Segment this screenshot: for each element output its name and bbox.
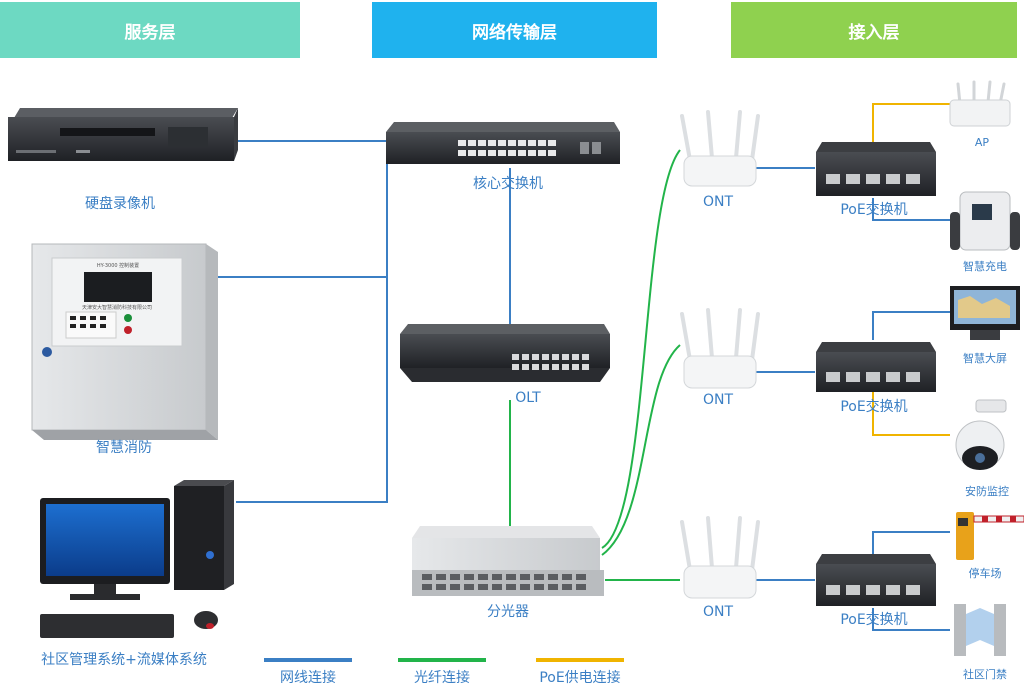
ethernet-links	[218, 140, 950, 631]
ont-router-2	[680, 308, 760, 389]
legend-poe-label: PoE供电连接	[539, 670, 621, 686]
label-poe-switch-1: PoE交换机	[840, 202, 908, 218]
olt-device	[400, 324, 610, 382]
link-poe2-camera	[872, 392, 950, 436]
parking-barrier	[956, 512, 1024, 560]
header-access-layer: 接入层	[731, 2, 1017, 58]
label-core-switch: 核心交换机	[473, 176, 543, 192]
label-olt: OLT	[515, 390, 541, 406]
fiber-links	[509, 149, 681, 581]
header-network-layer: 网络传输层	[372, 2, 657, 58]
core-switch-device	[386, 122, 620, 164]
label-ap: AP	[974, 136, 990, 149]
poe-switch-3	[816, 554, 936, 606]
label-camera: 安防监控	[965, 485, 1009, 498]
link-fire-core	[218, 163, 388, 278]
label-nvr: 硬盘录像机	[85, 196, 155, 212]
access-gate	[954, 604, 1006, 656]
label-screen: 智慧大屏	[963, 352, 1007, 365]
link-splitter-ont1	[601, 149, 681, 549]
nvr-device	[8, 108, 238, 161]
fire-panel-title: HY-3000 控制装置	[96, 263, 140, 269]
link-poe3-gate	[872, 608, 950, 631]
smart-screen	[950, 286, 1020, 340]
link-pc-core	[236, 277, 388, 503]
header-service-layer: 服务层	[0, 2, 300, 58]
link-poe1-ap	[872, 103, 950, 145]
poe-links	[872, 103, 950, 436]
ont-router-1	[680, 110, 760, 187]
ap-device	[949, 80, 1011, 127]
legend-ethernet-label: 网线连接	[280, 670, 336, 686]
label-ont-1: ONT	[702, 194, 734, 210]
label-charging: 智慧充电	[963, 260, 1007, 273]
label-poe-switch-3: PoE交换机	[840, 612, 908, 628]
poe-switch-1	[816, 142, 936, 196]
legend-fiber-label: 光纤连接	[414, 670, 470, 686]
label-pc: 社区管理系统+流媒体系统	[41, 652, 207, 668]
link-poe3-parking	[872, 531, 950, 555]
label-ont-2: ONT	[702, 392, 734, 408]
label-gate: 社区门禁	[963, 668, 1007, 681]
pc-workstation	[40, 480, 234, 638]
charging-station	[950, 191, 1020, 251]
label-poe-switch-2: PoE交换机	[840, 399, 908, 415]
label-splitter: 分光器	[487, 604, 529, 620]
fire-panel-company: 天津安大智慧消防科技有限公司	[81, 305, 152, 311]
label-parking: 停车场	[968, 567, 1002, 580]
security-camera	[955, 399, 1007, 470]
label-ont-3: ONT	[702, 604, 734, 620]
fire-control-cabinet	[31, 243, 218, 440]
link-splitter-ont2	[601, 344, 681, 556]
poe-switch-2	[816, 342, 936, 392]
ont-router-3	[680, 516, 760, 599]
link-poe2-screen	[872, 311, 950, 340]
splitter-device	[412, 526, 604, 596]
label-fire: 智慧消防	[96, 440, 152, 456]
link-poe1-charging	[872, 198, 950, 221]
